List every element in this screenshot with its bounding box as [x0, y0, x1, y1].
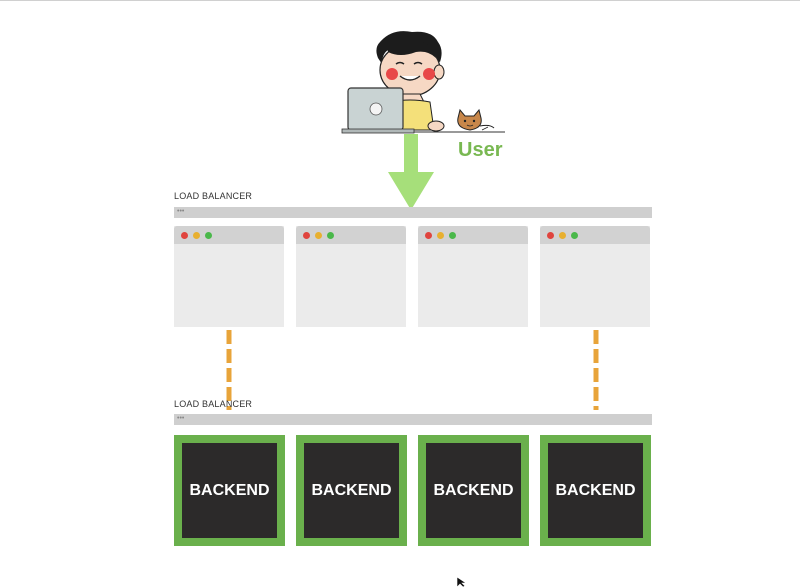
- backend-3: BACKEND: [418, 435, 529, 546]
- user-illustration: [341, 31, 505, 134]
- backend-label: BACKEND: [433, 481, 514, 499]
- load-balancer-label-top: LOAD BALANCER: [174, 191, 253, 201]
- frontend-window-2: [296, 226, 406, 327]
- request-arrow: [388, 134, 434, 210]
- frontend-window-3: [418, 226, 528, 327]
- backend-1: BACKEND: [174, 435, 285, 546]
- connector-left: [226, 330, 232, 410]
- backend-4: BACKEND: [540, 435, 651, 546]
- maximize-dot-icon: [571, 232, 578, 239]
- top-border: [0, 0, 800, 1]
- frontend-window-4: [540, 226, 650, 327]
- cat-icon: [457, 108, 495, 131]
- close-dot-icon: [425, 232, 432, 239]
- minimize-dot-icon: [437, 232, 444, 239]
- minimize-dot-icon: [315, 232, 322, 239]
- window-titlebar: [174, 226, 284, 244]
- close-dot-icon: [547, 232, 554, 239]
- load-balancer-bottom: •••: [174, 414, 652, 425]
- load-balancer-label-bottom: LOAD BALANCER: [174, 399, 253, 409]
- cursor-icon: [457, 577, 467, 587]
- minimize-dot-icon: [559, 232, 566, 239]
- close-dot-icon: [181, 232, 188, 239]
- frontend-window-1: [174, 226, 284, 327]
- user-label: User: [458, 139, 503, 161]
- connector-right: [593, 330, 599, 410]
- close-dot-icon: [303, 232, 310, 239]
- load-balancer-dots: •••: [177, 415, 185, 422]
- maximize-dot-icon: [327, 232, 334, 239]
- backend-2: BACKEND: [296, 435, 407, 546]
- minimize-dot-icon: [193, 232, 200, 239]
- backend-label: BACKEND: [189, 481, 270, 499]
- load-balancer-top: •••: [174, 207, 652, 218]
- maximize-dot-icon: [205, 232, 212, 239]
- load-balancer-dots: •••: [177, 208, 185, 215]
- window-titlebar: [418, 226, 528, 244]
- backend-label: BACKEND: [311, 481, 392, 499]
- backend-label: BACKEND: [555, 481, 636, 499]
- window-titlebar: [540, 226, 650, 244]
- laptop-icon: [341, 87, 415, 134]
- window-titlebar: [296, 226, 406, 244]
- maximize-dot-icon: [449, 232, 456, 239]
